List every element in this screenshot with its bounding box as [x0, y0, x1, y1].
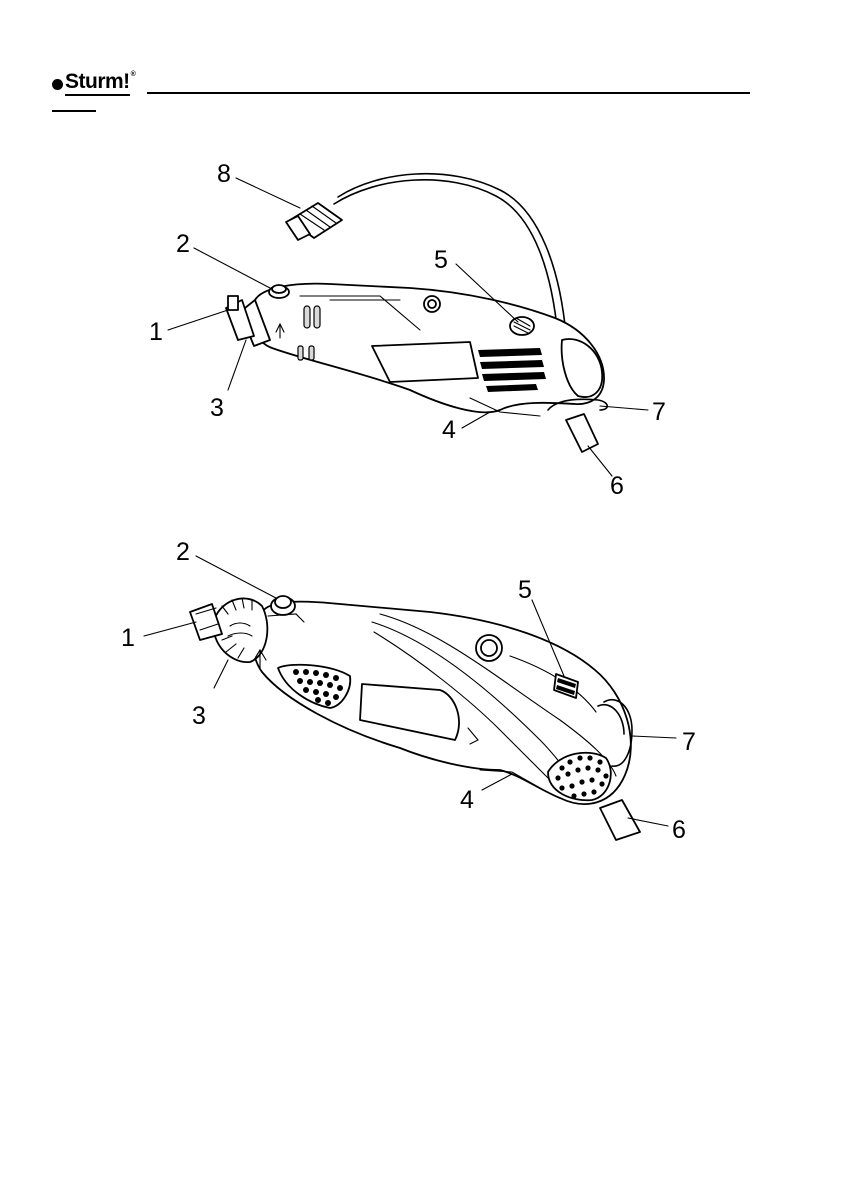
- callout-2: 2: [176, 230, 190, 258]
- leader-6: [588, 446, 612, 476]
- callout-6: 6: [610, 472, 624, 500]
- figure-top-tool-with-cord: 8 2 1 3 5 4 7 6: [149, 160, 666, 500]
- spindle-shaft: [228, 296, 238, 310]
- callout-3: 3: [210, 394, 224, 422]
- callout-5b: 5: [518, 576, 532, 604]
- leader-7b: [632, 736, 676, 738]
- callout-7b: 7: [682, 728, 696, 756]
- leader-8: [236, 178, 300, 208]
- callout-4: 4: [442, 416, 456, 444]
- callout-5: 5: [434, 246, 448, 274]
- grip-pad-left: [278, 665, 350, 708]
- speed-control-wheel: [510, 317, 534, 335]
- power-cord-sleeve: [566, 414, 598, 452]
- callout-3b: 3: [192, 702, 206, 730]
- leader-2: [194, 248, 270, 288]
- leader-2b: [196, 556, 276, 598]
- callout-2b: 2: [176, 538, 190, 566]
- callout-1b: 1: [121, 624, 135, 652]
- callout-4b: 4: [460, 786, 474, 814]
- leader-1: [168, 310, 228, 330]
- cord-plug-icon: [286, 203, 342, 240]
- figure-bottom-tool: 2 1 3 5 4 7 6: [121, 538, 696, 844]
- callout-8: 8: [217, 160, 231, 188]
- leader-4: [462, 412, 490, 428]
- leader-3: [228, 340, 246, 390]
- leader-1b: [144, 622, 196, 636]
- callout-6b: 6: [672, 816, 686, 844]
- leader-3b: [214, 660, 228, 688]
- callout-7: 7: [652, 398, 666, 426]
- power-cord-sleeve-2: [600, 800, 640, 840]
- callout-1: 1: [149, 318, 163, 346]
- leader-4b: [482, 774, 512, 790]
- side-window: [372, 342, 478, 382]
